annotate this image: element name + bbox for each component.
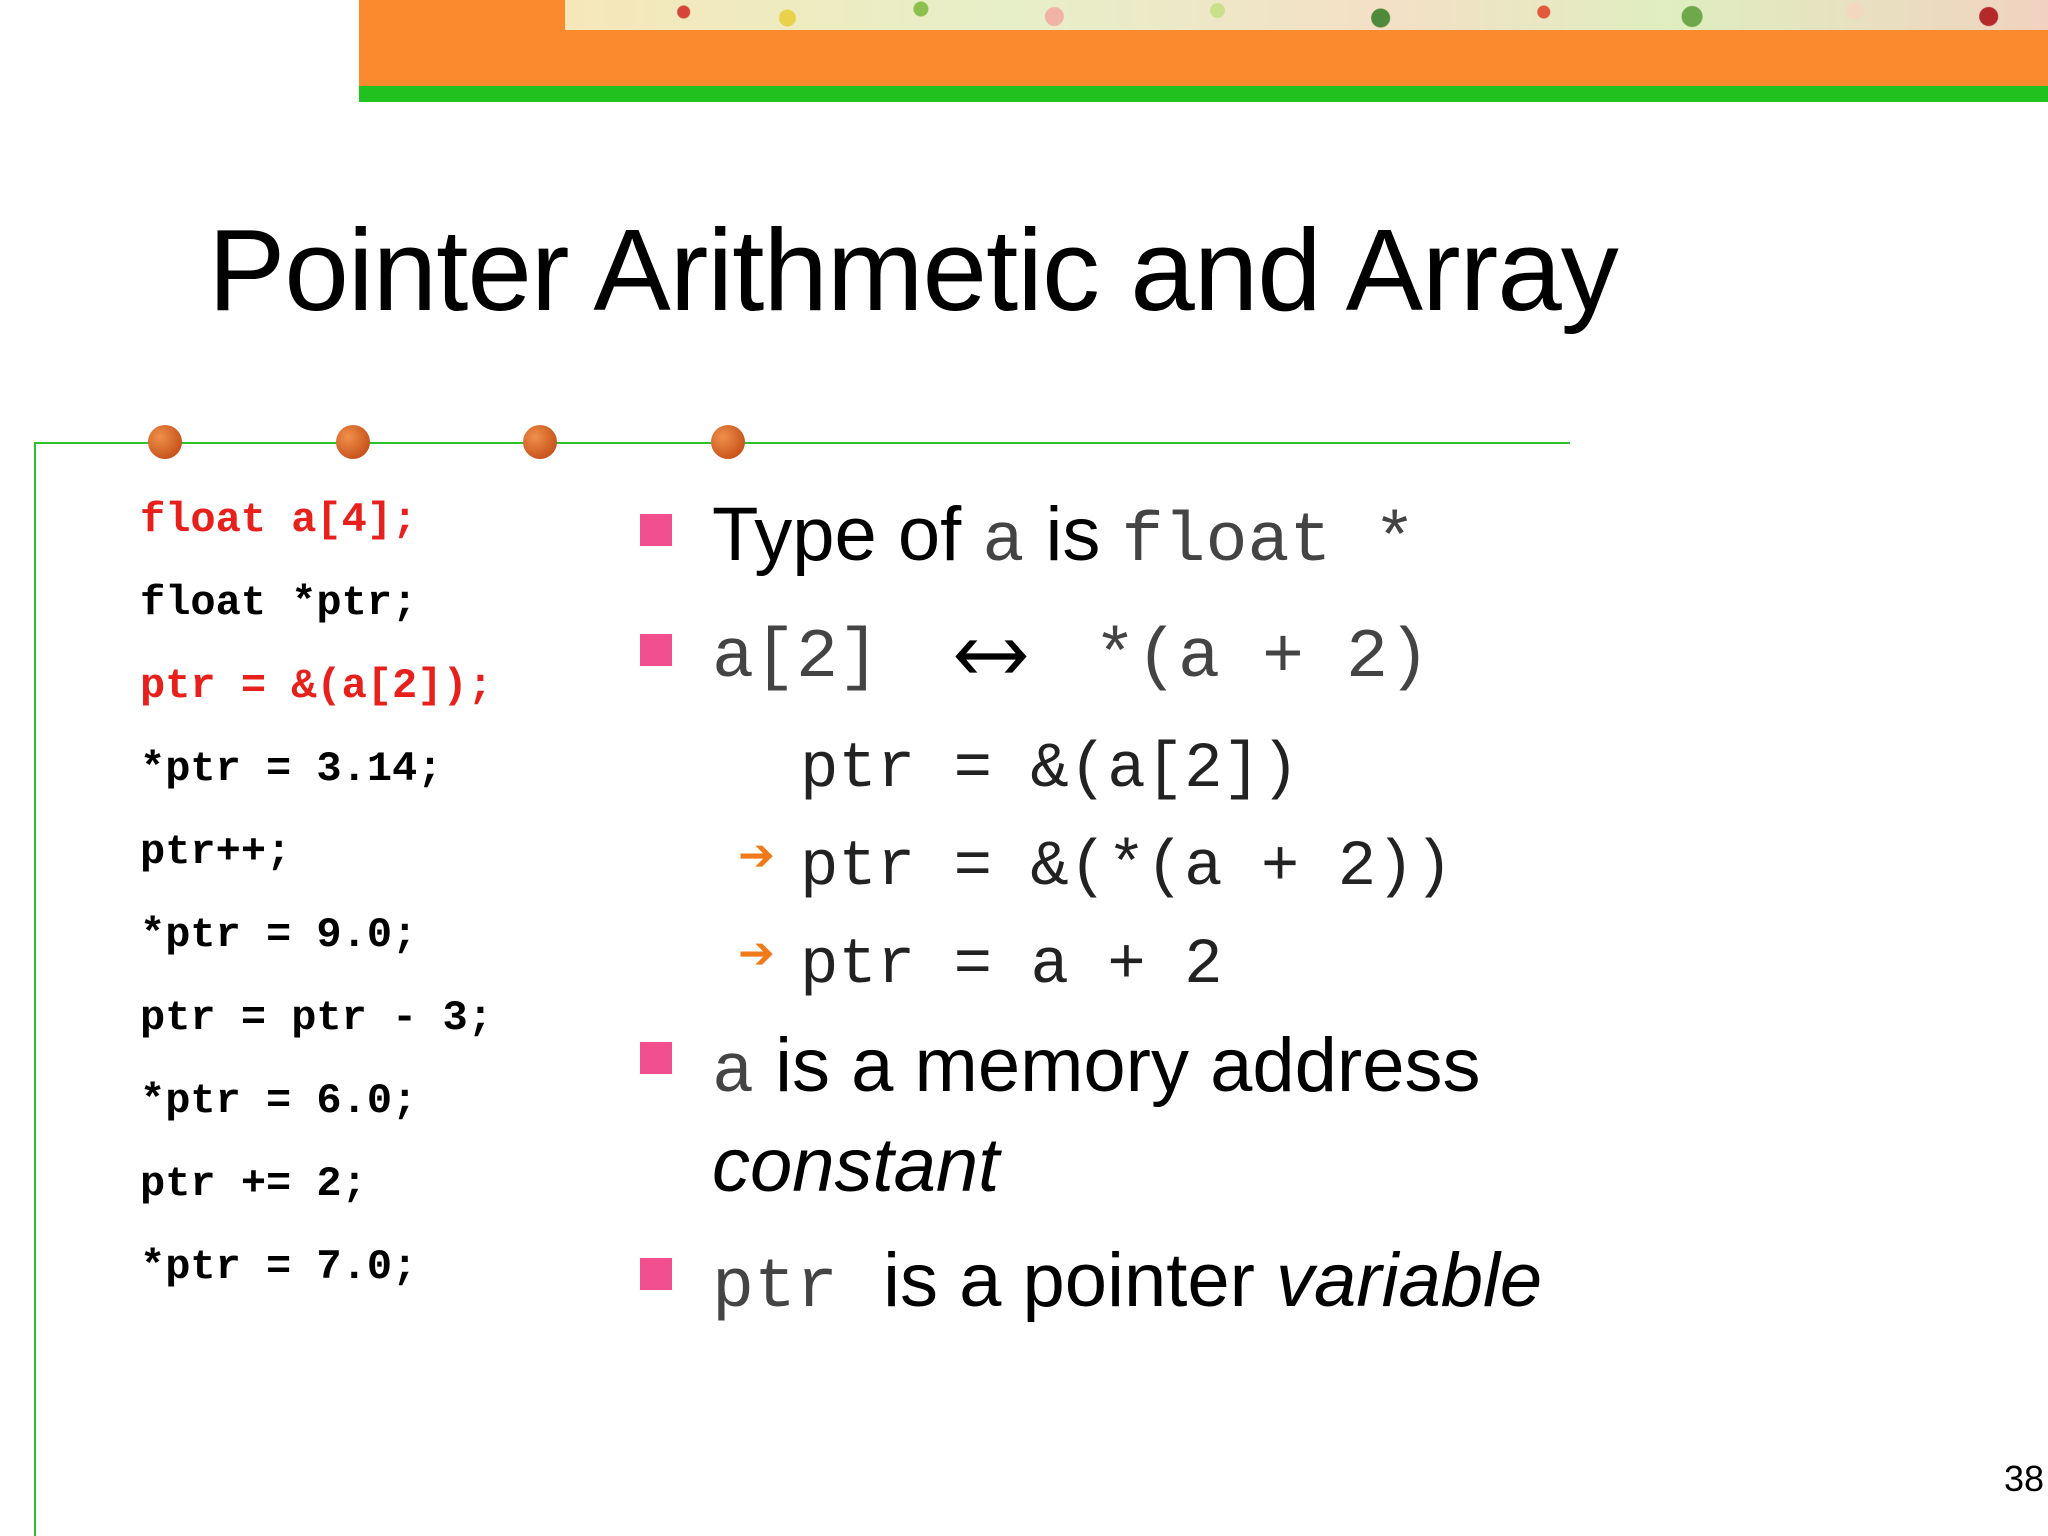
code-token: a[2] <box>712 619 881 698</box>
bullet-text-part: is <box>1024 492 1122 577</box>
bullet-square-icon <box>640 1042 672 1074</box>
bullet-square-icon <box>640 1258 672 1290</box>
header-green-stripe <box>359 86 2048 102</box>
bullet-text-italic: constant <box>712 1123 1000 1208</box>
bullet-text: a[2] 🡘 *(a + 2) <box>712 606 1430 704</box>
header-decorative-image <box>565 0 2048 30</box>
bullet-text-part: is a memory address <box>754 1023 1481 1108</box>
code-line: ptr = &(a[2]); <box>140 662 493 710</box>
code-token: float * <box>1121 503 1416 582</box>
horizontal-divider <box>34 442 1570 444</box>
vertical-divider <box>34 442 36 1536</box>
code-token: *(a + 2) <box>1093 619 1431 698</box>
code-token: a <box>712 1034 755 1113</box>
code-line: *ptr = 3.14; <box>140 745 443 793</box>
bullet-square-icon <box>640 634 672 666</box>
code-token: ptr <box>712 1249 839 1328</box>
bullet-text: Type of a is float * <box>712 490 1416 588</box>
divider-dot <box>711 425 745 459</box>
right-arrow-icon: ➔ <box>738 928 775 979</box>
bullet-text-part: Type of <box>712 492 983 577</box>
code-line: ptr = ptr - 3; <box>140 994 493 1042</box>
code-line: *ptr = 6.0; <box>140 1077 418 1125</box>
divider-dot <box>336 425 370 459</box>
sub-line: ptr = a + 2 <box>800 930 1223 1002</box>
bullet-square-icon <box>640 514 672 546</box>
code-line: ptr++; <box>140 828 292 876</box>
divider-dot <box>148 425 182 459</box>
sub-line: ptr = &(*(a + 2)) <box>800 832 1453 904</box>
code-listing: float a[4]; float *ptr; ptr = &(a[2]); *… <box>140 490 493 1320</box>
right-arrow-icon: ➔ <box>738 830 775 881</box>
code-line: *ptr = 9.0; <box>140 911 418 959</box>
double-arrow-icon: 🡘 <box>953 613 1029 698</box>
code-line: ptr += 2; <box>140 1160 367 1208</box>
sub-line: ptr = &(a[2]) <box>800 734 1300 806</box>
code-line: float a[4]; <box>140 496 418 544</box>
slide-title: Pointer Arithmetic and Array <box>208 205 1619 335</box>
page-number: 38 <box>2003 1458 2044 1499</box>
divider-dot <box>523 425 557 459</box>
code-line: float *ptr; <box>140 579 418 627</box>
code-token: a <box>982 503 1025 582</box>
bullet-text-part: is a pointer <box>862 1238 1277 1323</box>
code-line: *ptr = 7.0; <box>140 1243 418 1291</box>
bullet-text: ptr is a pointer variable <box>712 1236 1542 1334</box>
bullet-text-italic: variable <box>1276 1238 1543 1323</box>
bullet-text: a is a memory address constant <box>712 1020 1480 1212</box>
